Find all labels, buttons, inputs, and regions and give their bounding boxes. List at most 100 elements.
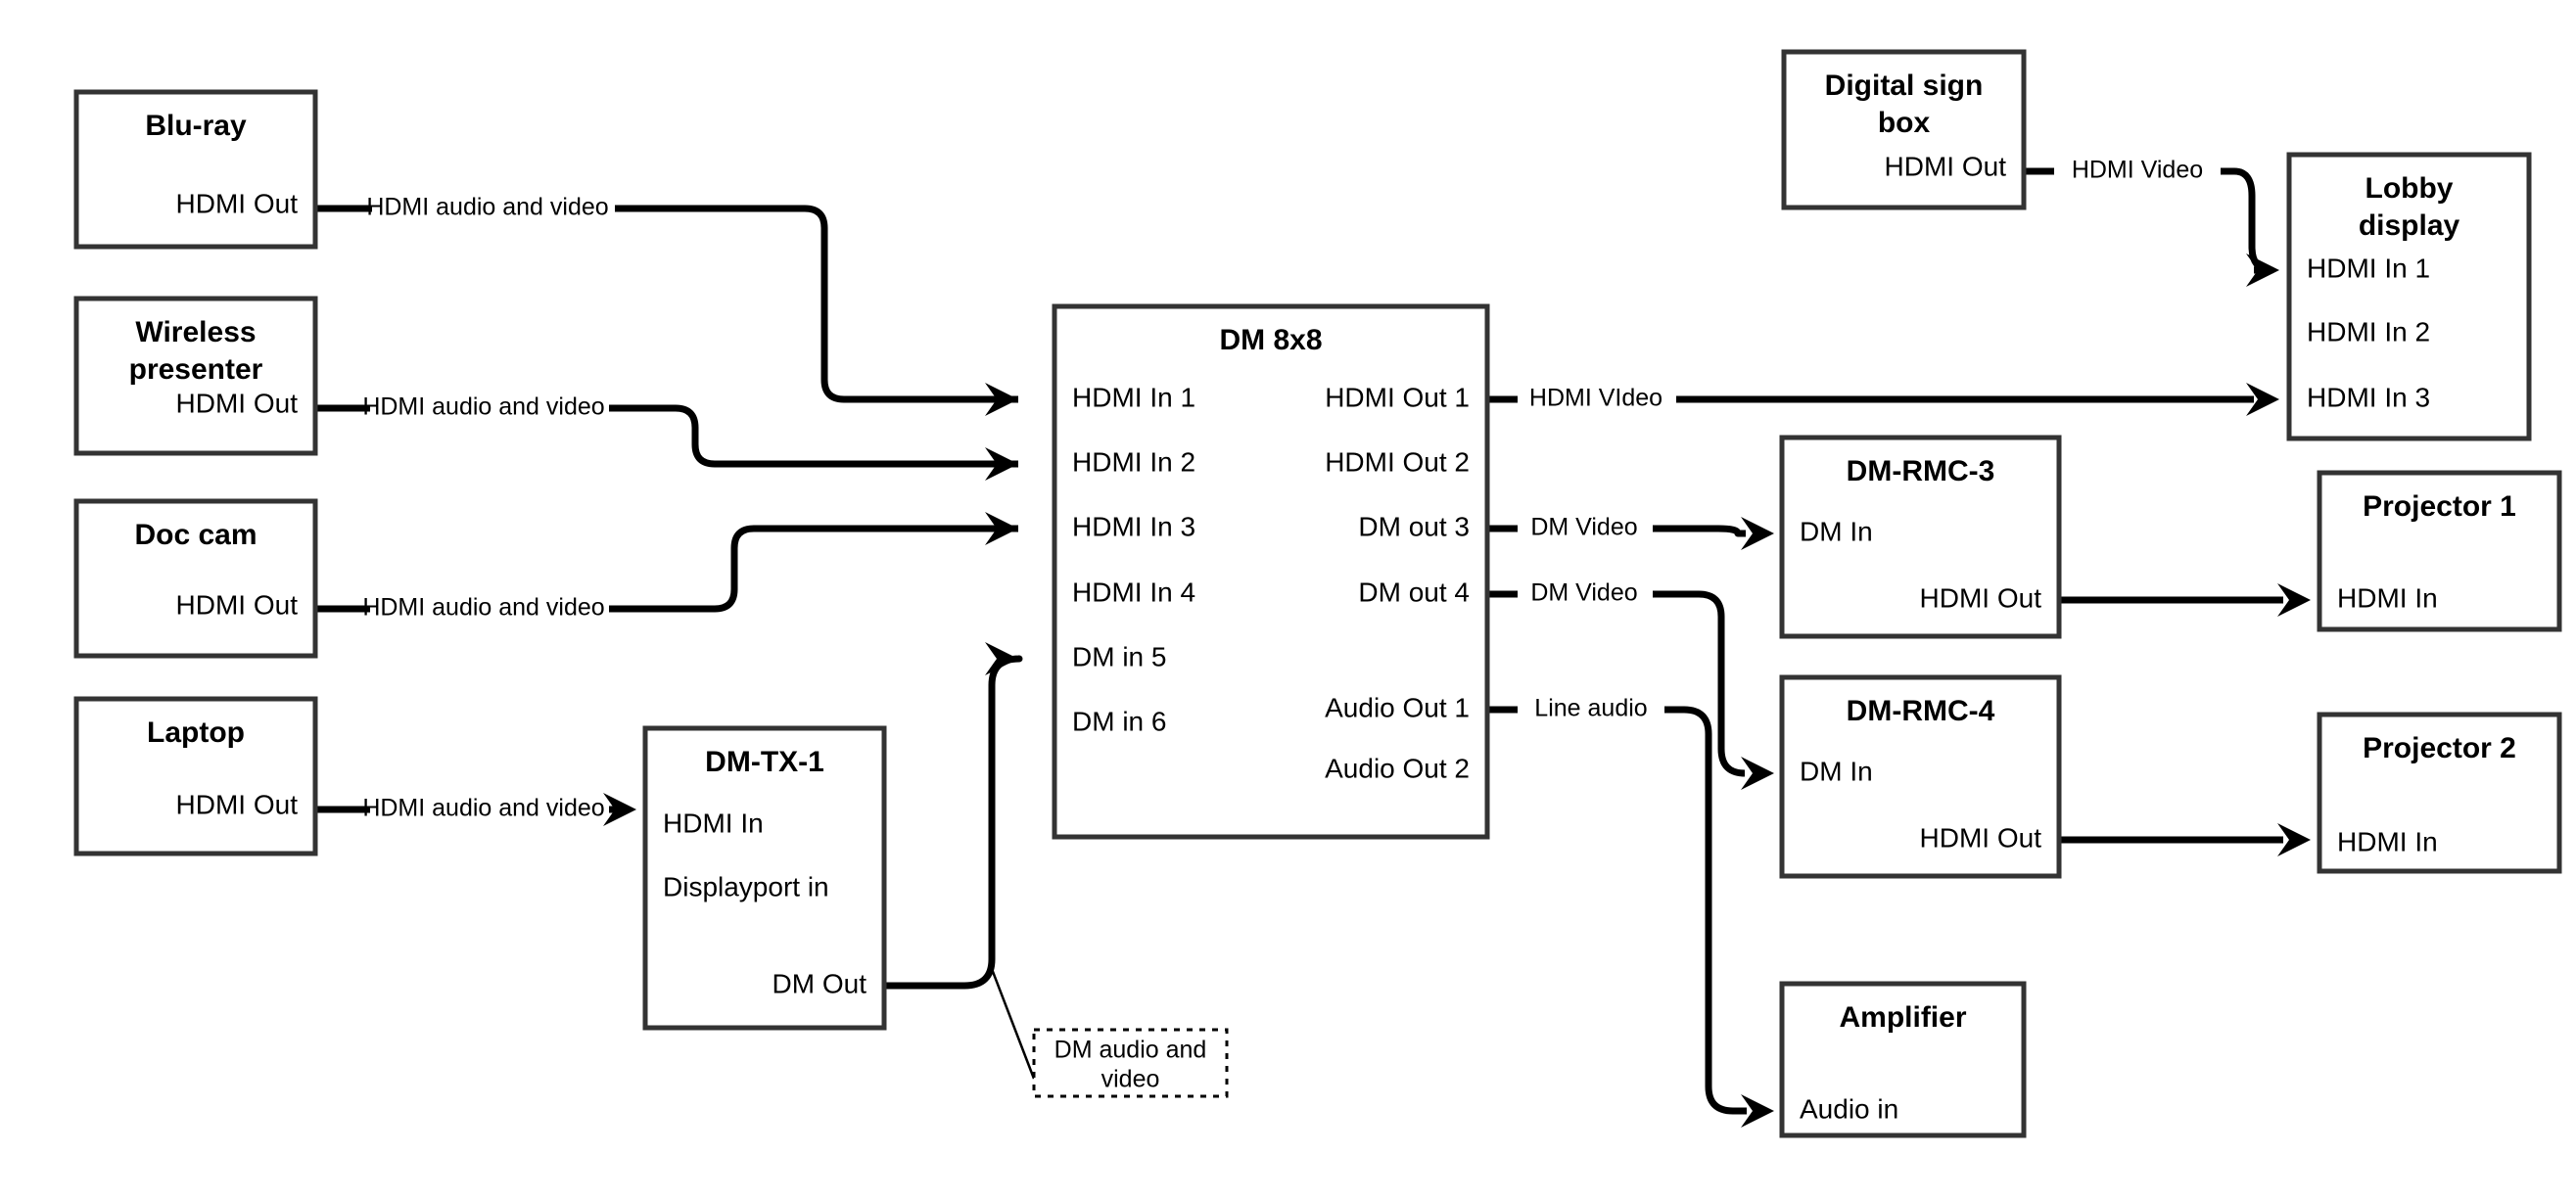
node-title: Digital sign — [1825, 69, 1984, 102]
note-text: DM audio and — [1054, 1037, 1207, 1064]
edge-label: DM Video — [1530, 514, 1637, 541]
port-label-hdmi-in: HDMI In — [2337, 826, 2438, 856]
port-label-dm-in: DM In — [1800, 516, 1873, 546]
port-label-audio-in: Audio in — [1800, 1093, 1898, 1124]
edge-label: HDMI audio and video — [362, 393, 604, 421]
arrow-proj2-hdmi-in-icon — [2277, 823, 2311, 856]
edge-wire — [884, 655, 1023, 990]
node-title: Blu-ray — [145, 110, 247, 142]
node-projector-2[interactable]: Projector 2 HDMI In — [2317, 712, 2562, 874]
edge-dm-out1-to-lobby-in3[interactable]: HDMI VIdeo — [1487, 385, 2254, 412]
node-title: display — [2359, 209, 2460, 242]
node-frame — [2317, 470, 2562, 632]
port-label-hdmi-in-2: HDMI In 2 — [2307, 316, 2430, 346]
arrow-amp-audio-in-icon — [1741, 1094, 1774, 1128]
node-title: Wireless — [135, 316, 256, 348]
edge-tx-to-in5[interactable] — [884, 655, 1023, 990]
node-title: DM-TX-1 — [705, 746, 824, 778]
node-frame — [73, 89, 318, 250]
node-frame — [73, 498, 318, 659]
port-label-hdmi-in-3: HDMI In 3 — [2307, 382, 2430, 412]
node-frame — [2286, 152, 2532, 441]
node-frame — [73, 696, 318, 856]
note-text: video — [1101, 1066, 1160, 1093]
node-frame — [73, 296, 318, 456]
arrow-in2-icon — [985, 447, 1018, 481]
edge-label: HDMI VIdeo — [1529, 385, 1663, 412]
port-label-hdmi-in: HDMI In — [663, 808, 764, 838]
node-frame — [642, 725, 887, 1031]
edge-presenter-to-in2[interactable]: HDMI audio and video — [315, 393, 1018, 468]
edge-wire — [1487, 706, 1747, 1115]
edge-wire — [315, 525, 1018, 613]
edge-laptop-to-tx[interactable]: HDMI audio and video — [315, 795, 619, 822]
port-label-hdmi-in-1: HDMI In 1 — [2307, 253, 2430, 283]
arrow-lobby-in3-icon — [2246, 383, 2279, 416]
edge-label: Line audio — [1534, 695, 1647, 722]
edge-wire — [2024, 167, 2275, 274]
edge-doccam-to-in3[interactable]: HDMI audio and video — [315, 525, 1018, 622]
edge-label: HDMI Video — [2072, 157, 2203, 184]
port-label-hdmi-out-1: HDMI Out 1 — [1325, 382, 1470, 412]
port-label-hdmi-in-2: HDMI In 2 — [1072, 446, 1195, 477]
arrow-in3-icon — [985, 512, 1018, 545]
port-label-hdmi-out: HDMI Out — [1920, 822, 2042, 853]
edge-label: HDMI audio and video — [362, 594, 604, 622]
edge-dm-out3-to-rmc3[interactable]: DM Video — [1487, 514, 1746, 541]
edge-audio-out1-to-amp[interactable]: Line audio — [1487, 695, 1747, 1115]
port-label-hdmi-out: HDMI Out — [176, 789, 299, 819]
edge-label: DM Video — [1530, 579, 1637, 607]
port-label-dm-in: DM In — [1800, 756, 1873, 786]
arrow-rmc3-dm-in-icon — [1741, 517, 1774, 550]
port-label-dm-out-4: DM out 4 — [1358, 577, 1470, 607]
edge-wire — [315, 404, 1018, 468]
node-title: box — [1878, 107, 1931, 139]
node-title: Projector 1 — [2363, 490, 2516, 523]
node-frame — [1052, 303, 1490, 840]
port-label-hdmi-out: HDMI Out — [176, 388, 299, 418]
node-title: Amplifier — [1839, 1001, 1966, 1034]
port-label-hdmi-out: HDMI Out — [1920, 582, 2042, 613]
node-frame — [1779, 981, 2027, 1138]
arrow-lobby-in1-icon — [2246, 254, 2279, 287]
note-frame — [1032, 1028, 1229, 1098]
arrow-proj1-hdmi-in-icon — [2277, 583, 2311, 617]
port-label-dm-in-5: DM in 5 — [1072, 641, 1166, 671]
node-title: presenter — [129, 353, 263, 386]
node-title: Laptop — [147, 716, 245, 749]
port-label-audio-out-1: Audio Out 1 — [1325, 692, 1470, 722]
node-dm-rmc-3[interactable]: DM-RMC-3 DM In HDMI Out — [1779, 435, 2062, 639]
node-title: DM-RMC-4 — [1847, 695, 1995, 727]
node-title: Projector 2 — [2363, 732, 2516, 764]
arrow-tx-hdmi-in-icon — [603, 793, 636, 826]
port-label-hdmi-in-4: HDMI In 4 — [1072, 577, 1195, 607]
node-dm-rmc-4[interactable]: DM-RMC-4 DM In HDMI Out — [1779, 674, 2062, 879]
port-label-dm-in-6: DM in 6 — [1072, 706, 1166, 736]
node-frame — [2317, 712, 2562, 874]
arrow-in5-icon — [985, 642, 1018, 675]
node-title: DM-RMC-3 — [1847, 455, 1995, 487]
node-frame — [1781, 49, 2027, 210]
edge-blu-ray-to-in1[interactable]: HDMI audio and video — [315, 194, 1018, 403]
port-label-audio-out-2: Audio Out 2 — [1325, 753, 1470, 783]
port-label-hdmi-in-3: HDMI In 3 — [1072, 511, 1195, 541]
edge-sign-to-lobby-in1[interactable]: HDMI Video — [2024, 157, 2275, 274]
port-label-hdmi-out: HDMI Out — [176, 188, 299, 218]
node-frame — [1779, 435, 2062, 639]
edge-dm-out4-to-rmc4[interactable]: DM Video — [1487, 579, 1746, 777]
port-label-displayport-in: Displayport in — [663, 871, 829, 901]
